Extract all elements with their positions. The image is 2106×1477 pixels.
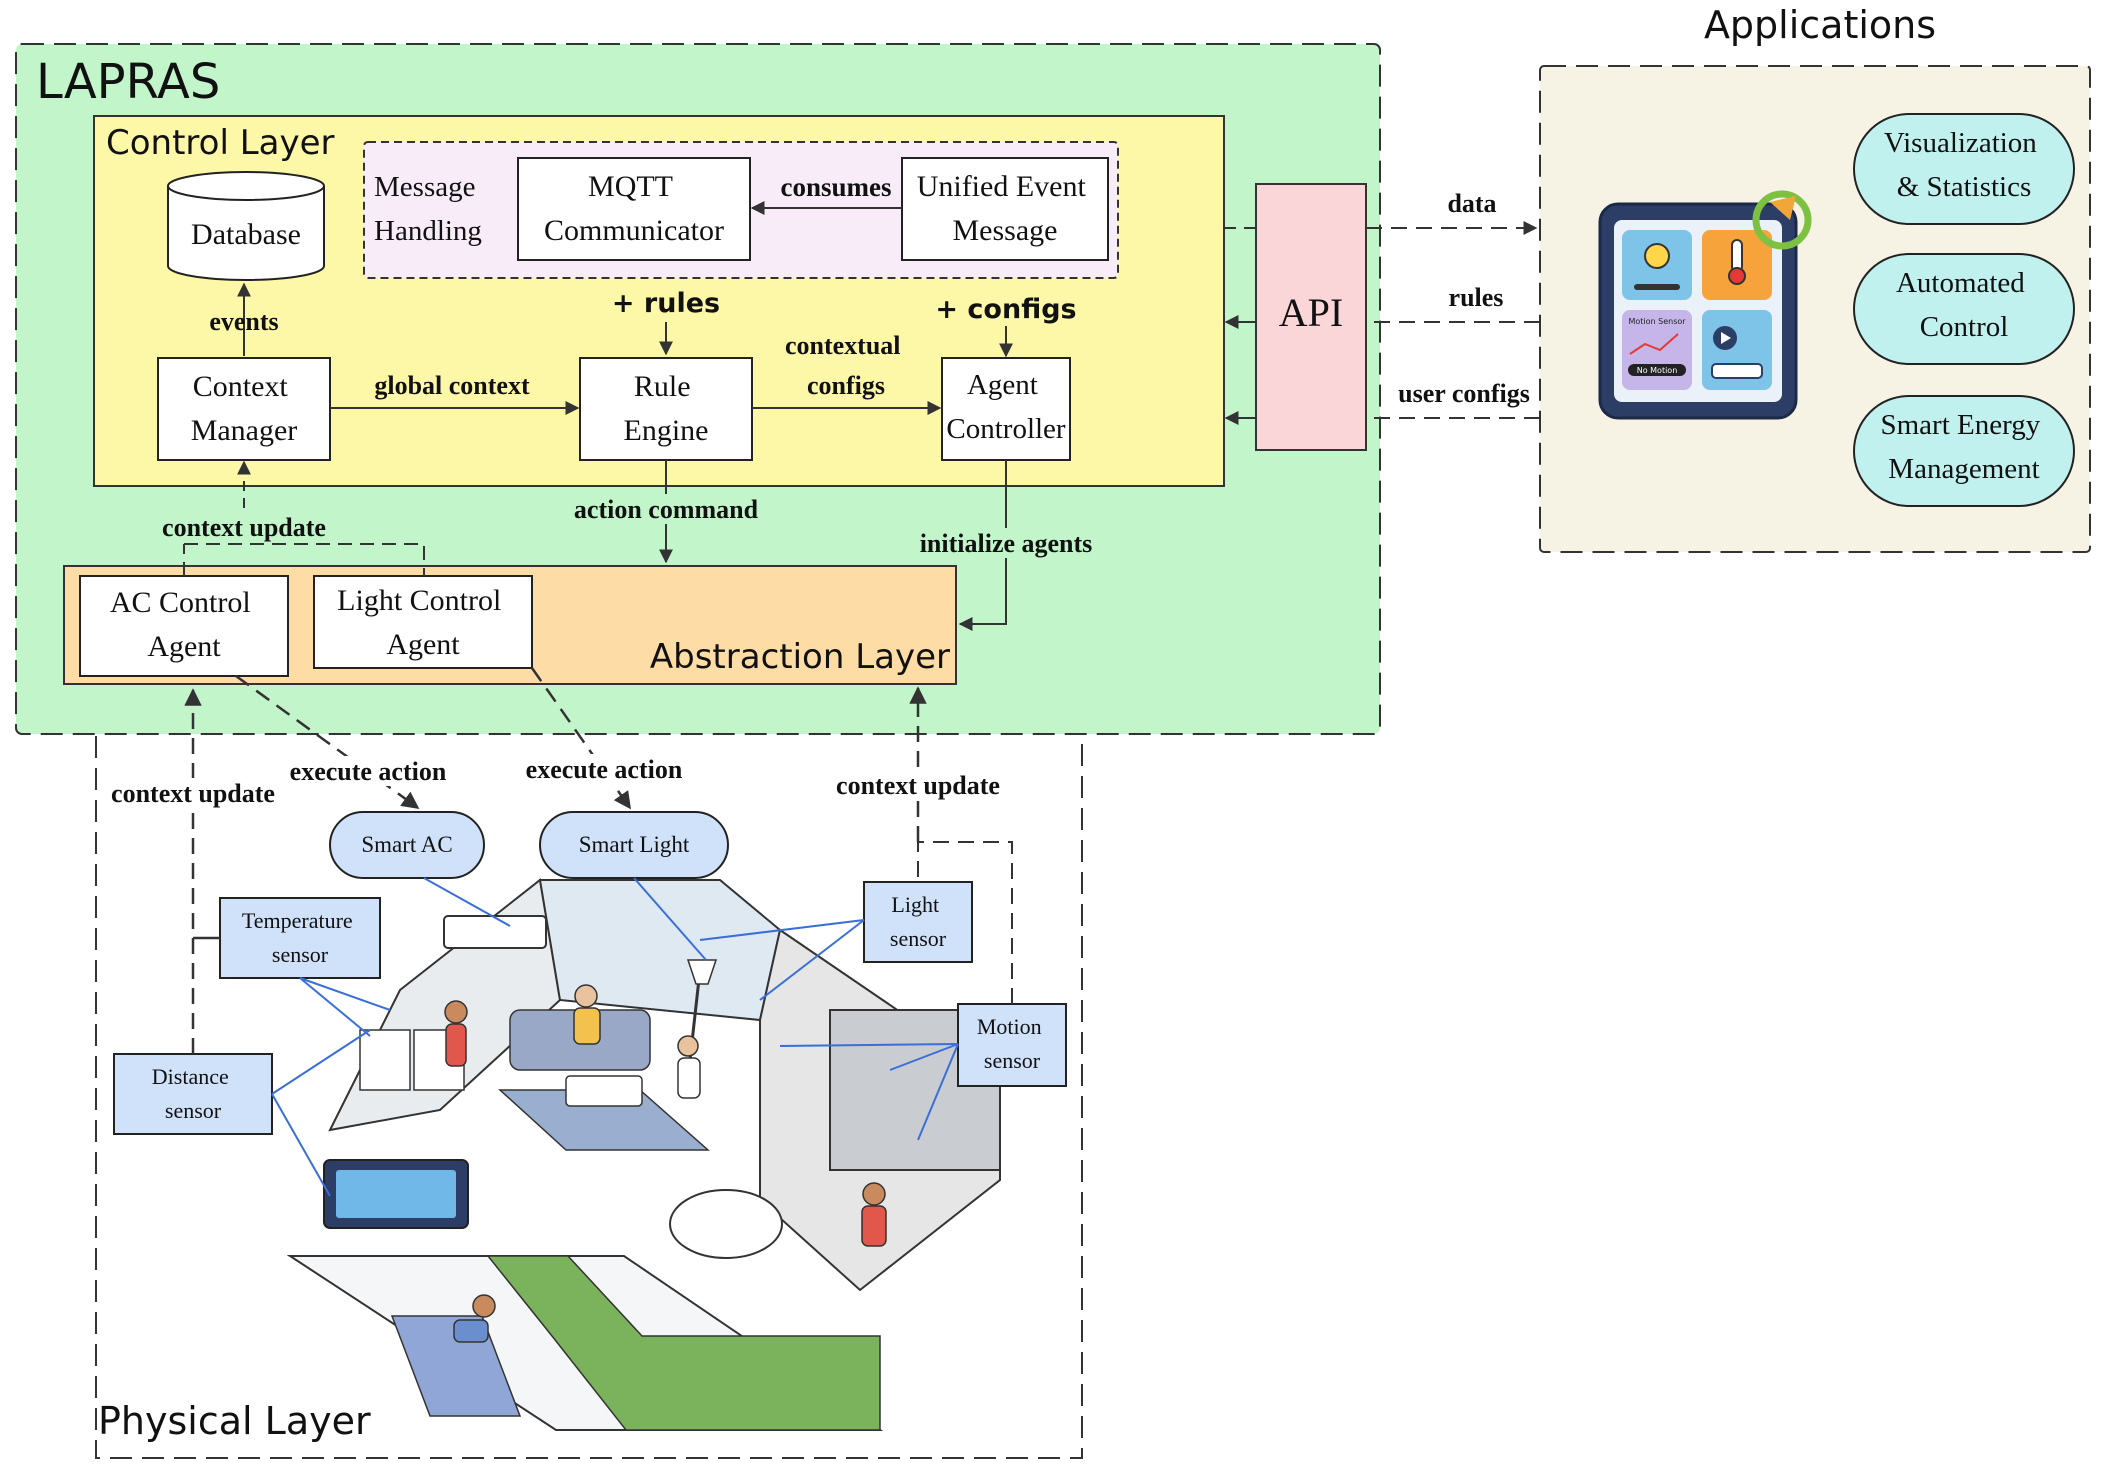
smart-ac-device (329, 811, 485, 879)
control-layer-title: Control Layer (106, 123, 335, 163)
agent-controller-label: Agent Controller (946, 369, 1066, 445)
message-handling-label: Message Handling (374, 171, 483, 247)
motion-sensor-device (957, 1003, 1067, 1087)
rules-label: rules (1449, 283, 1504, 312)
app-smart-energy-management-label: Smart Energy Management (1881, 409, 2048, 485)
app-automated-control (1853, 253, 2075, 365)
ac-control-agent-label: AC Control Agent (110, 586, 258, 663)
initialize-agents-label: initialize agents (920, 529, 1093, 558)
contextual-configs-label: contextual configs (785, 331, 907, 400)
mqtt-communicator-label: MQTT Communicator (544, 170, 724, 247)
tablet-motion-sensor-label: Motion Sensor (1628, 317, 1686, 326)
coffee-table (565, 1075, 643, 1107)
applications-title: Applications (1704, 3, 1936, 47)
physical-layer-container (95, 736, 1083, 1459)
action-command-label: action command (574, 495, 759, 524)
rule-engine-label: Rule Engine (624, 370, 709, 447)
agents-context-update-label: context update (162, 513, 326, 542)
execute-action-light-label-bg (518, 754, 688, 784)
person-sofa-elder (574, 984, 598, 1008)
app-visualization-statistics-label: Visualization & Statistics (1884, 127, 2044, 203)
light-sensor-label: Light sensor (890, 892, 947, 951)
action-command-label-bg (566, 494, 766, 524)
sync-icon (1752, 190, 1812, 250)
data-label: data (1447, 189, 1496, 218)
tablet-no-motion-label: No Motion (1637, 366, 1678, 375)
light-control-agent-box (313, 575, 533, 669)
light-sensor-device (863, 881, 973, 963)
smart-light-label: Smart Light (579, 832, 690, 857)
events-label: events (209, 307, 278, 336)
mqtt-communicator-box (517, 157, 751, 261)
plus-configs-label: + configs (935, 294, 1076, 325)
plus-rules-label: + rules (612, 288, 720, 319)
api-label: API (1279, 290, 1343, 335)
person-exercise (472, 1294, 496, 1318)
rule-engine-box (579, 357, 753, 461)
distance-sensor-label: Distance sensor (152, 1064, 234, 1123)
washer-left (359, 1029, 411, 1091)
app-smart-energy-management (1853, 395, 2075, 507)
agents-context-update-path (183, 543, 425, 576)
app-visualization-statistics (1853, 113, 2075, 225)
initialize-agents-label-bg (908, 528, 1104, 558)
air-conditioner (443, 915, 547, 949)
lapras-title: LAPRAS (36, 54, 220, 110)
motion-sensor-label: Motion sensor (977, 1014, 1047, 1073)
execute-action-light-arrow (530, 667, 632, 810)
unified-event-message-label: Unified Event Message (917, 170, 1094, 247)
person-kitchen (862, 1182, 886, 1206)
user-configs-label: user configs (1398, 379, 1530, 408)
dining-table (669, 1189, 783, 1259)
physical-context-update-right-label-bg (826, 770, 1012, 800)
physical-context-update-right-label: context update (836, 771, 1000, 800)
abstraction-layer-title: Abstraction Layer (650, 637, 950, 677)
database-cylinder (167, 171, 325, 281)
api-box (1255, 183, 1367, 451)
execute-action-ac-label-bg (282, 756, 452, 786)
execute-action-ac-label: execute action (290, 757, 447, 786)
smart-home-illustration (286, 878, 1001, 1431)
physical-context-update-left-label-bg (98, 778, 288, 808)
physical-layer-title: Physical Layer (98, 1399, 371, 1443)
ac-control-agent-box (79, 575, 289, 677)
app-automated-control-label: Automated Control (1896, 267, 2032, 343)
person-doctor (677, 1035, 699, 1057)
database-label: Database (191, 218, 301, 251)
tablet-illustration: Motion Sensor No Motion (1598, 190, 1812, 420)
initialize-agents-arrow (958, 460, 1007, 631)
consumes-label: consumes (780, 172, 891, 202)
person-laundry (444, 1000, 468, 1024)
physical-context-update-left-label: context update (111, 779, 275, 808)
exercise-mat (390, 1315, 522, 1417)
device-connector-lines (271, 877, 959, 1197)
grass-path (486, 1255, 881, 1431)
global-context-label: global context (374, 371, 530, 400)
execute-action-light-label: execute action (526, 755, 683, 784)
light-control-agent-label: Light Control Agent (337, 584, 509, 661)
unified-event-message-box (901, 157, 1109, 261)
physical-context-update-right-path (917, 841, 1013, 1004)
smart-ac-label: Smart AC (361, 832, 452, 857)
temperature-sensor-label: Temperature sensor (242, 908, 358, 967)
lightbulb-icon (1644, 243, 1670, 269)
context-manager-label: Context Manager (191, 370, 298, 447)
